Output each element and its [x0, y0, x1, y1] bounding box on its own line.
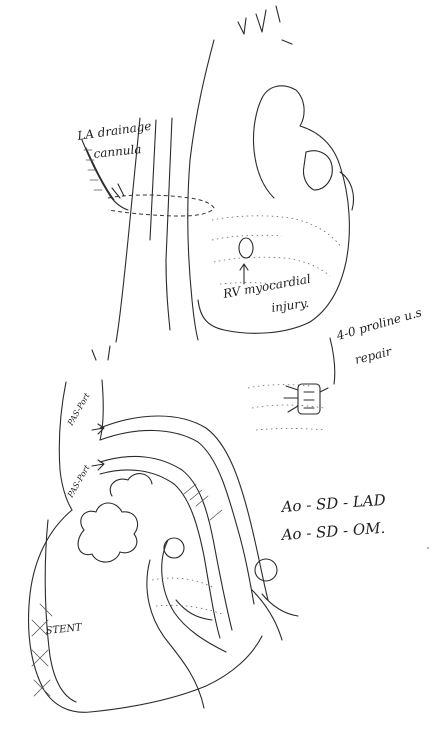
repair-detail-sketch: 4-0 proline u.s repair — [248, 305, 423, 430]
graft-note-om: Ao - SD - OM. — [279, 519, 386, 544]
pas-port-label-2: PAS-Port — [65, 463, 92, 500]
anastomosis-site-2 — [255, 559, 277, 581]
coronary-branch-4 — [252, 590, 298, 640]
pas-port-label-1: PAS-Port — [65, 391, 92, 428]
stent-label: STENT — [45, 622, 84, 637]
repair-stalk — [330, 338, 335, 384]
lower-heart-outline — [29, 510, 262, 712]
graft-lad-upper — [100, 416, 268, 600]
vessel-tuft-3 — [276, 6, 292, 44]
pledget-sutures — [304, 392, 314, 408]
graft-om-lower — [100, 470, 220, 638]
graft-note-lad: Ao - SD - LAD — [279, 491, 386, 516]
anastomosis-site-1 — [164, 538, 184, 558]
rv-label-line2: injury. — [270, 296, 309, 315]
heart-outline — [198, 86, 349, 333]
upper-heart-sketch: RV myocardial injury. LA drainage cannul… — [75, 6, 353, 342]
left-atrial-appendage — [303, 151, 332, 190]
lower-cloud-2 — [110, 474, 152, 496]
rv-stipple-area — [212, 216, 342, 286]
aorta-left-wall — [188, 40, 214, 340]
svc-right — [166, 118, 172, 330]
vessel-tuft-1 — [238, 18, 246, 34]
coronary-branch-3 — [176, 600, 212, 620]
repair-label-line2: repair — [353, 344, 394, 367]
lower-heart-inner — [45, 520, 76, 702]
rv-injury-arrow — [240, 264, 248, 284]
graft-notes: Ao - SD - LAD Ao - SD - OM. — [279, 491, 429, 549]
repair-label-line1: 4-0 proline u.s — [334, 305, 423, 343]
repair-tissue-stipple — [248, 385, 326, 430]
lower-cloud-1 — [78, 503, 138, 562]
pledget-patch — [298, 384, 320, 414]
la-drainage-label-line2: cannula — [93, 142, 142, 161]
vessel-tuft-2 — [256, 10, 266, 32]
stray-dot — [427, 547, 429, 549]
heart-inner-contour — [253, 98, 274, 198]
rv-injury-site — [239, 238, 253, 258]
svc-left — [150, 120, 156, 240]
la-drainage-label-line1: LA drainage — [75, 119, 152, 143]
lower-vessel-tuft — [92, 346, 110, 360]
lower-heart-sketch: STENT PAS-Port PAS-Port — [29, 346, 298, 712]
purse-string-suture — [108, 195, 214, 216]
